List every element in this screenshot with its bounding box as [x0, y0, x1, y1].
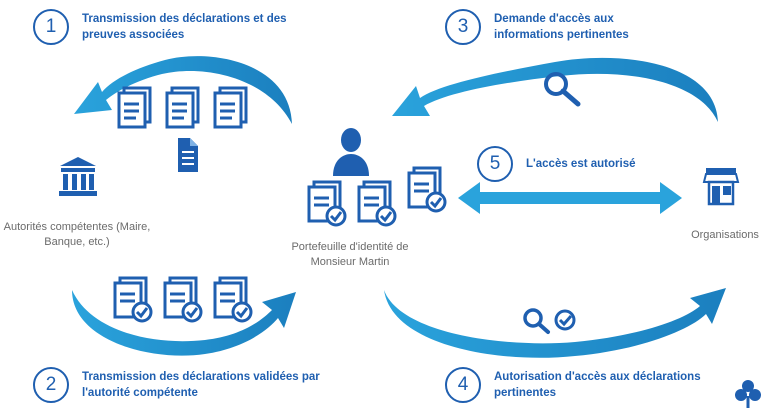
wallet-label: Portefeuille d'identité de Monsieur Mart…: [291, 241, 409, 268]
clover-icon: [735, 380, 761, 408]
step-1-number: 1: [33, 9, 69, 45]
step-4-number: 4: [445, 367, 481, 403]
organisations-label: Organisations: [691, 229, 759, 241]
step-2-label: Transmission des déclarations validées p…: [82, 371, 320, 399]
arrow-step-1: [74, 56, 292, 124]
document-icon: [213, 86, 248, 129]
magnifier-icon: [544, 72, 581, 107]
step-1-label: Transmission des déclarations et des pre…: [82, 13, 287, 41]
step-2-number: 2: [33, 367, 69, 403]
step-3-number: 3: [445, 9, 481, 45]
document-check-icon: [163, 276, 203, 323]
document-check-icon: [213, 276, 253, 323]
document-icon: [178, 138, 198, 172]
arrow-step-4: [384, 288, 726, 358]
step-3-label: Demande d'accès aux informations pertine…: [494, 13, 629, 41]
person-icon: [333, 128, 369, 176]
bank-icon: [59, 157, 97, 196]
step-4-label: Autorisation d'accès aux déclarations pe…: [494, 371, 701, 399]
arrow-step-2: [72, 290, 296, 356]
step-5-number: 5: [477, 146, 513, 182]
document-check-icon: [357, 180, 397, 227]
document-icon: [165, 86, 200, 129]
double-arrow-step-5: [458, 182, 682, 214]
magnifier-check-icon: [523, 308, 576, 334]
store-icon: [702, 168, 740, 206]
document-check-icon: [407, 166, 447, 213]
step-5-label: L'accès est autorisé: [526, 158, 636, 170]
authorities-label: Autorités compétentes (Maire, Banque, et…: [3, 221, 151, 248]
document-icon: [117, 86, 152, 129]
document-check-icon: [307, 180, 347, 227]
document-check-icon: [113, 276, 153, 323]
arrow-step-3: [392, 57, 718, 122]
